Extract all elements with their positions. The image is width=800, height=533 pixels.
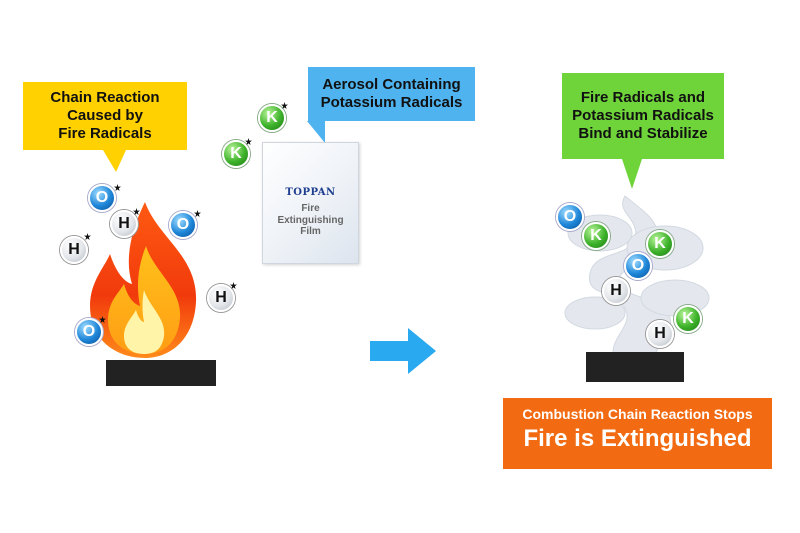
result-banner: Combustion Chain Reaction Stops Fire is … [503,398,772,469]
radical-star [194,210,201,217]
callout-line: Aerosol Containing [322,75,461,93]
potassium-radical: K [258,104,286,132]
result-line-2: Fire is Extinguished [523,425,752,452]
oxygen-radical: O [169,211,197,239]
callout-line: Chain Reaction [50,88,160,106]
arrow-right-icon [370,328,436,374]
potassium-radical: K [674,305,702,333]
callout-line: Potassium Radicals [572,106,714,124]
fire-radicals-callout: Chain Reaction Caused by Fire Radicals [23,82,187,172]
aerosol-callout: Aerosol Containing Potassium Radicals [307,67,475,143]
callout-tail [622,159,642,189]
callout-tail [307,121,325,143]
potassium-radical: K [646,230,674,258]
burner-left [106,360,216,386]
callout-line: Bind and Stabilize [578,125,708,143]
radical-star [281,102,288,109]
callout-line: Potassium Radicals [320,94,463,111]
oxygen-radical: O [75,318,103,346]
hydrogen-radical: H [60,236,88,264]
flame-icon [90,202,197,358]
hydrogen-radical: H [602,277,630,305]
oxygen-radical: O [556,203,584,231]
film-label: Fire Extinguishing Film [263,203,358,238]
callout-tail [103,150,126,172]
radical-star [230,282,237,289]
callout-line: Fire Radicals and [580,88,706,106]
film-label-line: Fire [301,203,320,214]
brand-logo: TOPPAN [285,187,336,198]
radical-star [114,184,121,191]
result-line-1: Combustion Chain Reaction Stops [522,406,753,422]
potassium-radical: K [582,222,610,250]
film-label-line: Film [300,226,321,237]
oxygen-radical: O [88,184,116,212]
hydrogen-radical: H [207,284,235,312]
potassium-radical: K [222,140,250,168]
oxygen-radical: O [624,252,652,280]
hydrogen-radical: H [110,210,138,238]
radical-star [245,138,252,145]
film-label-line: Extinguishing [277,214,344,226]
bind-stabilize-callout: Fire Radicals and Potassium Radicals Bin… [562,73,724,189]
radical-star [84,233,91,240]
hydrogen-radical: H [646,320,674,348]
radical-star [133,208,140,215]
callout-line: Fire Radicals [58,125,152,143]
callout-line: Caused by [67,106,143,124]
radical-star [99,316,106,323]
burner-right [586,352,684,382]
fire-extinguishing-film: TOPPAN Fire Extinguishing Film [262,142,359,264]
